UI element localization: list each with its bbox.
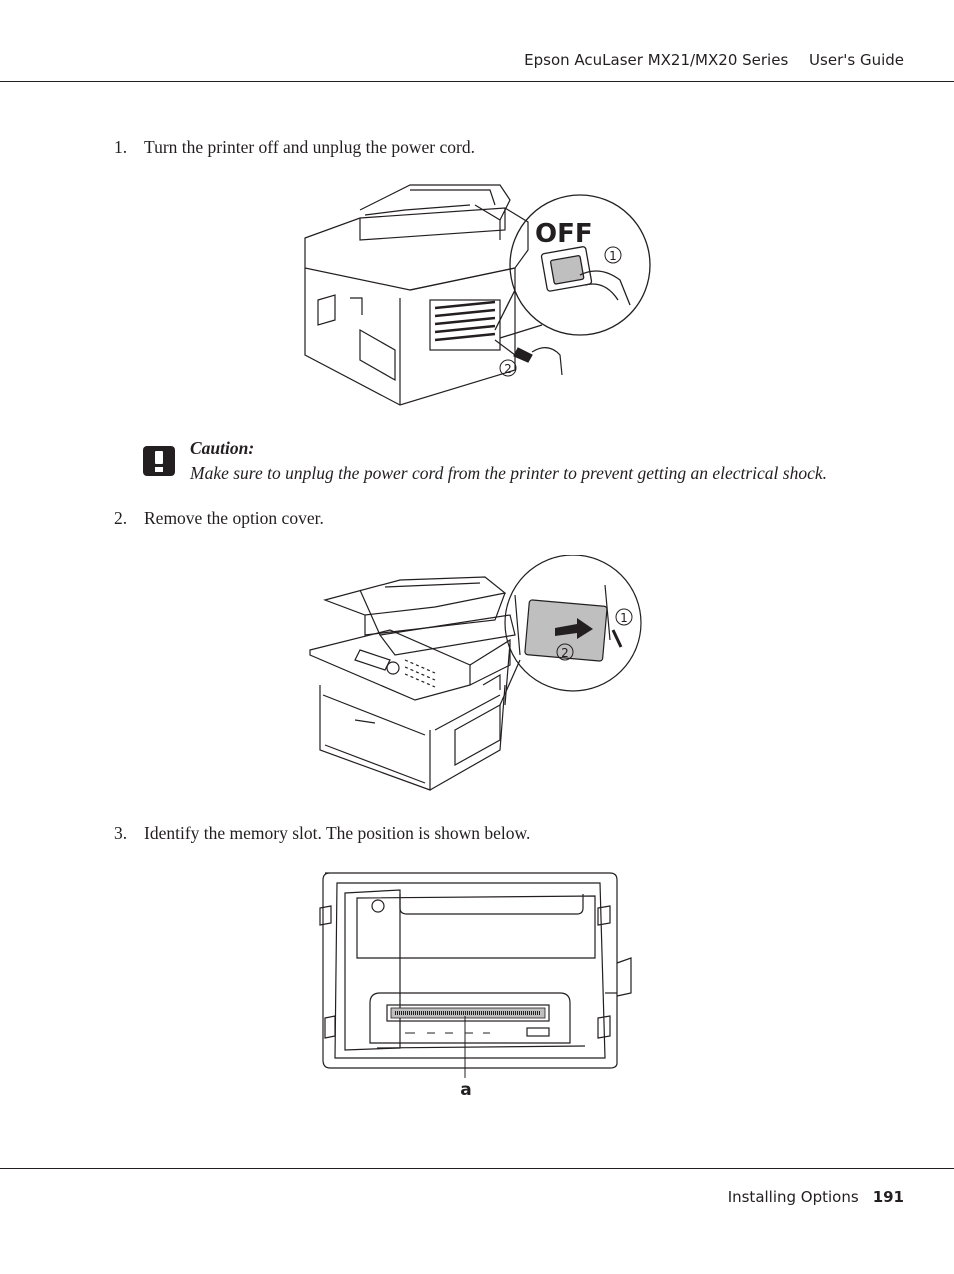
step-2-text: Remove the option cover. [144, 508, 324, 528]
memory-slot-illustration: a [319, 872, 632, 1098]
header-product: Epson AcuLaser MX21/MX20 Series [524, 51, 789, 69]
option-cover-illustration: 1 2 [309, 555, 642, 791]
callout-1: 1 [609, 249, 617, 263]
page-number: 191 [872, 1188, 904, 1206]
page-footer: Installing Options 191 [0, 1168, 954, 1206]
off-label: OFF [535, 219, 593, 249]
callout-a: a [460, 1080, 471, 1098]
step-3-text: Identify the memory slot. The position i… [144, 823, 531, 843]
caution-title: Caution: [190, 438, 255, 458]
step-1: 1. Turn the printer off and unplug the po… [114, 137, 475, 158]
callout-2: 2 [504, 362, 512, 376]
header-text: Epson AcuLaser MX21/MX20 Series User's G… [524, 51, 904, 69]
step-2-number: 2. [114, 508, 128, 528]
page-header: Epson AcuLaser MX21/MX20 Series User's G… [0, 0, 954, 82]
cover-callout-2: 2 [561, 646, 569, 660]
cover-callout-1: 1 [620, 611, 628, 625]
step-1-text: Turn the printer off and unplug the powe… [144, 137, 475, 157]
step-3-number: 3. [114, 823, 128, 843]
power-off-illustration: OFF 1 2 [304, 184, 651, 406]
step-2: 2. Remove the option cover. [114, 508, 324, 529]
header-guide: User's Guide [809, 51, 904, 69]
step-1-number: 1. [114, 137, 128, 157]
caution-text: Make sure to unplug the power cord from … [190, 463, 827, 483]
caution-icon [143, 446, 175, 476]
footer-section: Installing Options [727, 1188, 859, 1206]
step-3: 3. Identify the memory slot. The position… [114, 823, 530, 844]
footer-text: Installing Options 191 [728, 1188, 904, 1206]
